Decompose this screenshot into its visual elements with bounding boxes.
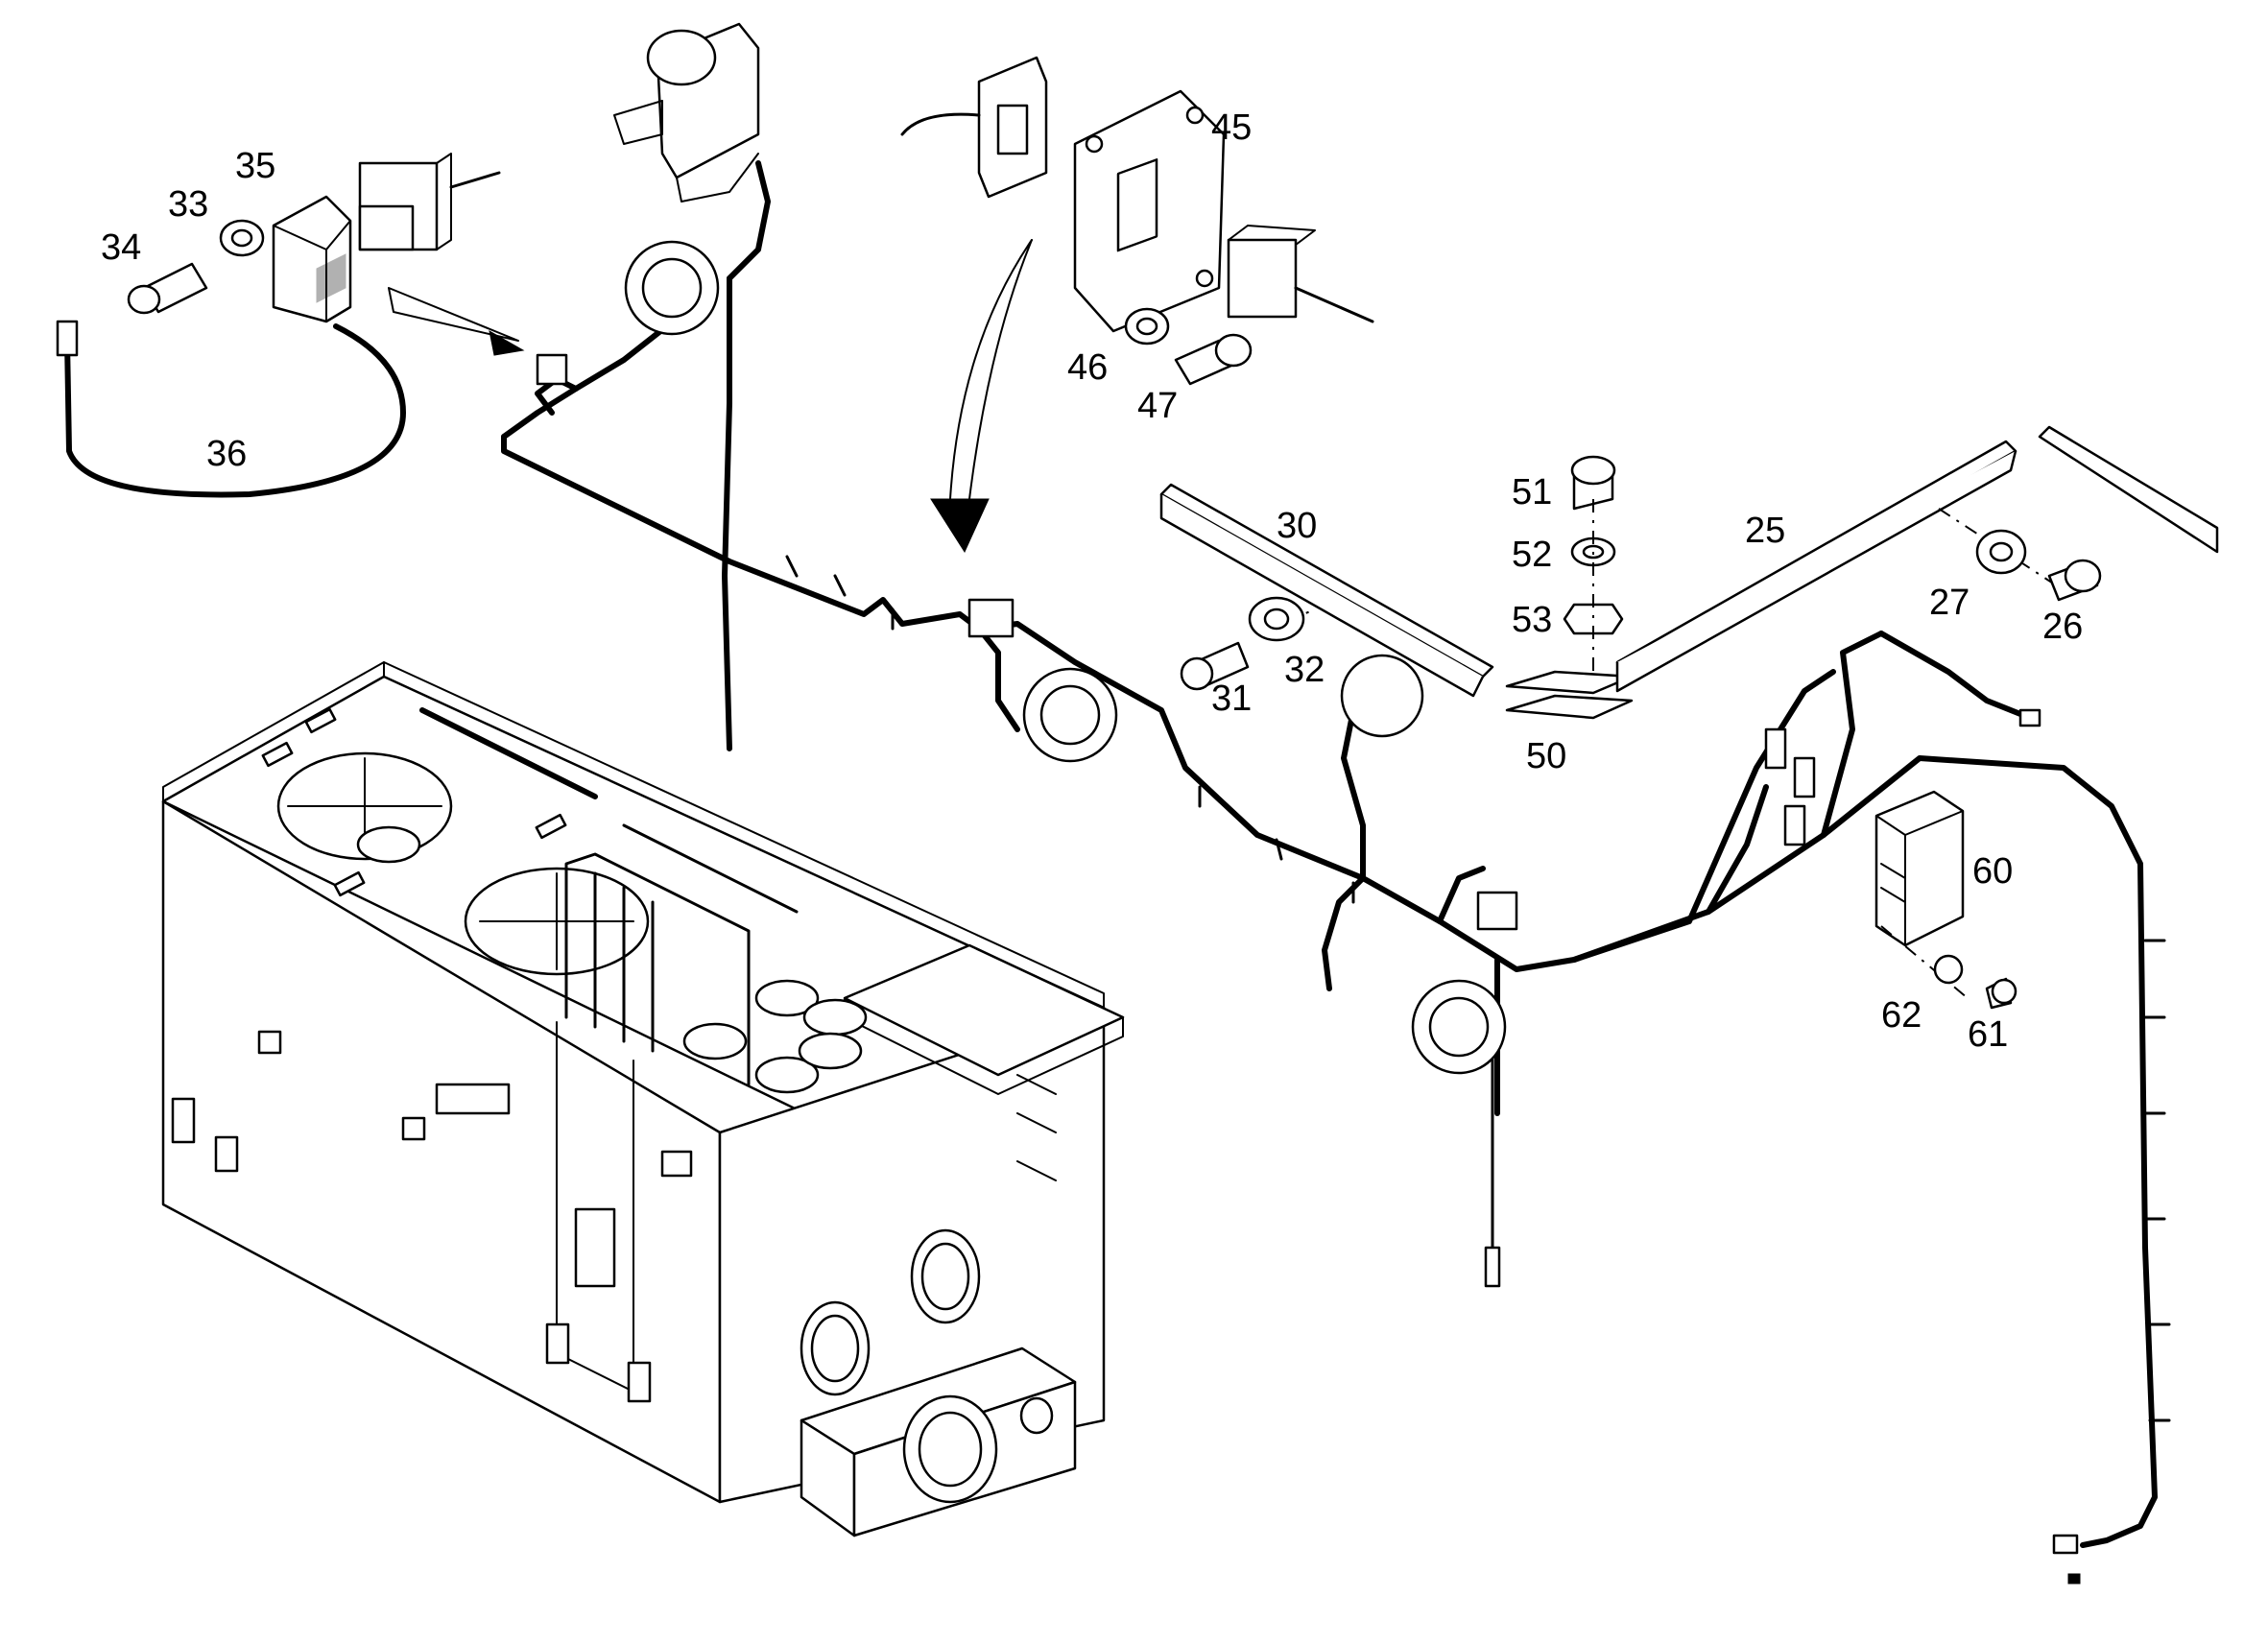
callout-30: 30 <box>1277 506 1317 546</box>
callout-35: 35 <box>235 146 275 186</box>
callout-25: 25 <box>1745 511 1785 551</box>
top-bracket <box>613 22 760 203</box>
callout-32: 32 <box>1284 650 1325 690</box>
callout-36: 36 <box>206 434 247 474</box>
callout-27: 27 <box>1929 583 1970 623</box>
main-wiring-harness <box>501 160 2171 1584</box>
rail-30 <box>1159 483 1494 698</box>
callout-60: 60 <box>1972 851 2013 892</box>
callout-53: 53 <box>1512 600 1552 640</box>
callout-45: 45 <box>1211 107 1252 148</box>
callout-62: 62 <box>1881 995 1922 1036</box>
callout-61: 61 <box>1968 1014 2008 1055</box>
connector-plate-assembly <box>900 56 1374 554</box>
part-callouts: 34 33 35 36 45 46 47 30 31 32 51 52 53 5… <box>101 107 2083 1055</box>
connector-assembly-left <box>56 153 525 498</box>
callout-26: 26 <box>2042 607 2083 647</box>
callout-46: 46 <box>1067 347 1108 388</box>
machine-frame <box>161 661 1125 1537</box>
callout-52: 52 <box>1512 535 1552 575</box>
callout-51: 51 <box>1512 472 1552 512</box>
bracket-60 <box>1874 790 2017 1010</box>
callout-47: 47 <box>1137 386 1178 426</box>
rail-25 <box>1615 425 2219 693</box>
callout-34: 34 <box>101 227 141 268</box>
callout-31: 31 <box>1211 679 1252 719</box>
callout-50: 50 <box>1526 736 1566 776</box>
fastener-stack <box>1505 455 1634 720</box>
callout-33: 33 <box>168 184 208 225</box>
